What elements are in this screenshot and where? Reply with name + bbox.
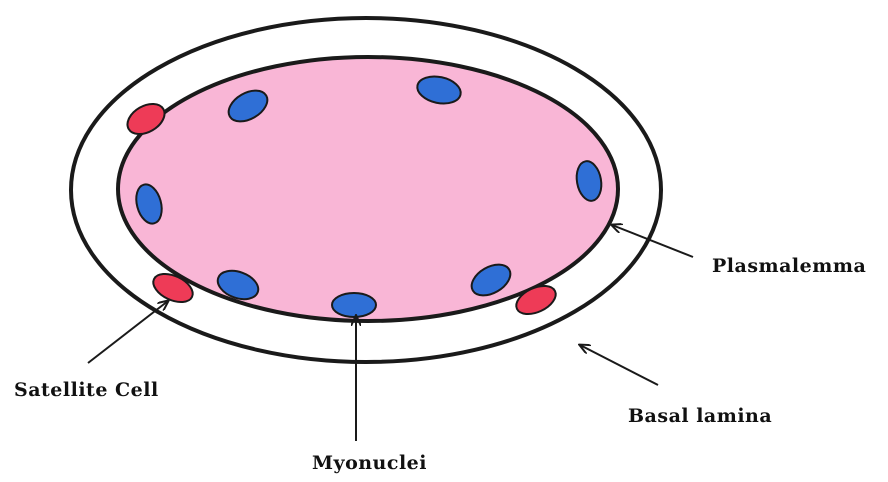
myonuclei-label: Myonuclei bbox=[312, 452, 427, 474]
satellite-cell-label: Satellite Cell bbox=[14, 379, 159, 401]
myonucleus bbox=[332, 293, 376, 317]
basal-lamina-label: Basal lamina bbox=[628, 405, 772, 427]
satellite-cell-arrow bbox=[88, 301, 168, 363]
muscle-fiber-plasmalemma bbox=[118, 57, 618, 321]
plasmalemma-label: Plasmalemma bbox=[712, 255, 866, 277]
basal-lamina-arrow bbox=[580, 345, 658, 385]
